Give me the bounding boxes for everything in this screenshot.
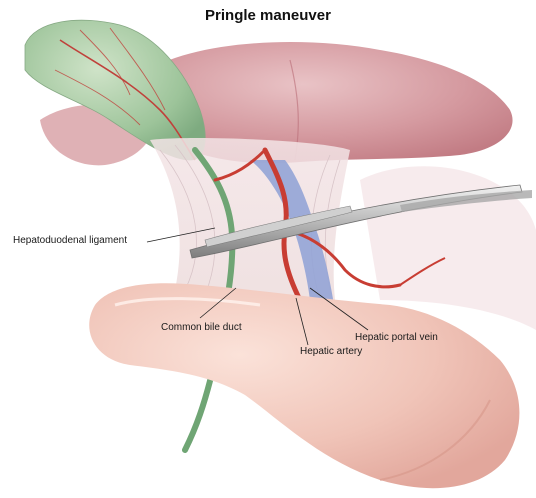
label-hepatic-portal-vein: Hepatic portal vein [355,332,438,343]
figure-title: Pringle maneuver [0,7,536,24]
label-hepatic-artery: Hepatic artery [300,346,362,357]
label-common-bile-duct: Common bile duct [161,322,242,333]
label-hepatoduodenal-ligament: Hepatoduodenal ligament [13,235,127,246]
duodenum [89,283,519,488]
